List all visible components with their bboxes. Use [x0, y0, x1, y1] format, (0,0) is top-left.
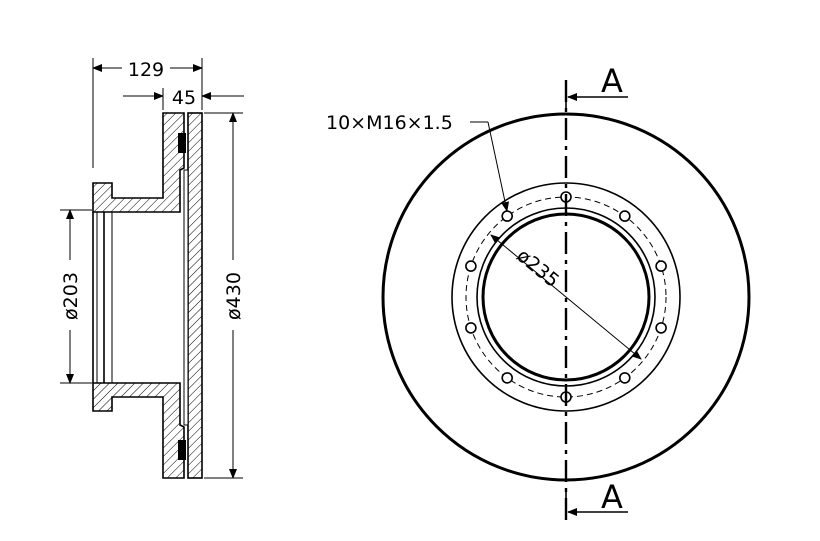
bolt-hole: [465, 322, 477, 334]
front-view: A A 10×M16×1.5 ø235: [326, 62, 751, 520]
bolt-hole: [465, 260, 477, 272]
bolt-hole: [655, 322, 667, 334]
hub-section-top: [92, 112, 185, 213]
hub-flange-edge: [451, 182, 681, 412]
bolt-hole: [501, 372, 514, 384]
vent-slot-bottom: [178, 440, 186, 460]
dimension-bolt-circle: ø235: [512, 245, 563, 292]
dimension-overall-width: 129: [128, 59, 164, 81]
bolt-circle-dimension-line: [490, 234, 642, 360]
bolt-hole: [618, 372, 631, 384]
bolt-hole: [501, 210, 514, 222]
vent-slot-top: [178, 133, 186, 153]
outer-friction-plate: [187, 112, 203, 479]
dimension-outer-diameter: ø430: [223, 272, 245, 320]
bolt-hole: [618, 210, 631, 222]
bolt-thread-callout: 10×M16×1.5: [326, 112, 453, 134]
dimension-bore-diameter: ø203: [60, 272, 82, 320]
vane-channel: [183, 169, 189, 426]
bolt-hole: [655, 260, 667, 272]
section-label-bottom: A: [601, 478, 623, 516]
dimension-hub-width: 45: [172, 87, 196, 109]
side-section-view: 129 45 ø203 ø430: [60, 58, 245, 479]
section-label-top: A: [601, 62, 623, 100]
hub-section-bottom: [92, 382, 185, 479]
